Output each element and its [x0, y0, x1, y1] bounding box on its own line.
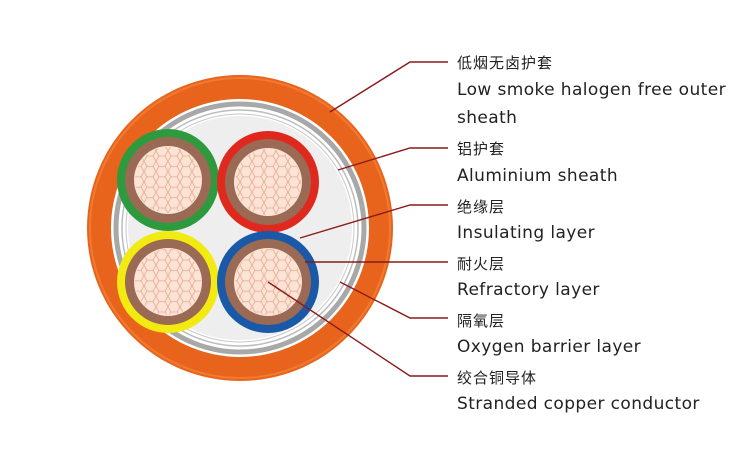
aluminium-sheath-inner-line-2: [125, 113, 355, 343]
leader-conductor: [267, 281, 448, 377]
label-outer-sheath-en: Low smoke halogen free outer: [457, 80, 726, 100]
label-insulating-layer-en: Insulating layer: [457, 223, 595, 243]
core-yellow: [117, 231, 219, 333]
aluminium-sheath-inner-line: [121, 109, 359, 347]
label-aluminium-sheath-en: Aluminium sheath: [457, 166, 618, 186]
label-outer-sheath-en-line2: sheath: [457, 108, 518, 128]
leader-oxygen-barrier: [339, 281, 448, 319]
leader-insulating-layer: [299, 204, 448, 239]
label-conductor-zh: 绞合铜导体: [457, 369, 538, 387]
label-refractory-layer-zh: 耐火层: [457, 255, 506, 273]
label-oxygen-barrier-en: Oxygen barrier layer: [457, 337, 642, 357]
leader-aluminium-sheath: [337, 147, 448, 171]
label-outer-sheath-zh: 低烟无卤护套: [457, 54, 554, 72]
outer-sheath-rim: [89, 77, 391, 379]
core-green: [117, 129, 219, 231]
label-insulating-layer-zh: 绝缘层: [457, 198, 506, 216]
core-red: [217, 131, 319, 233]
label-conductor-en: Stranded copper conductor: [457, 394, 700, 414]
leader-outer-sheath: [329, 61, 448, 113]
label-oxygen-barrier-zh: 隔氧层: [457, 312, 506, 330]
label-refractory-layer-en: Refractory layer: [457, 280, 600, 300]
label-aluminium-sheath-zh: 铝护套: [457, 140, 506, 158]
aluminium-sheath: [113, 101, 367, 355]
